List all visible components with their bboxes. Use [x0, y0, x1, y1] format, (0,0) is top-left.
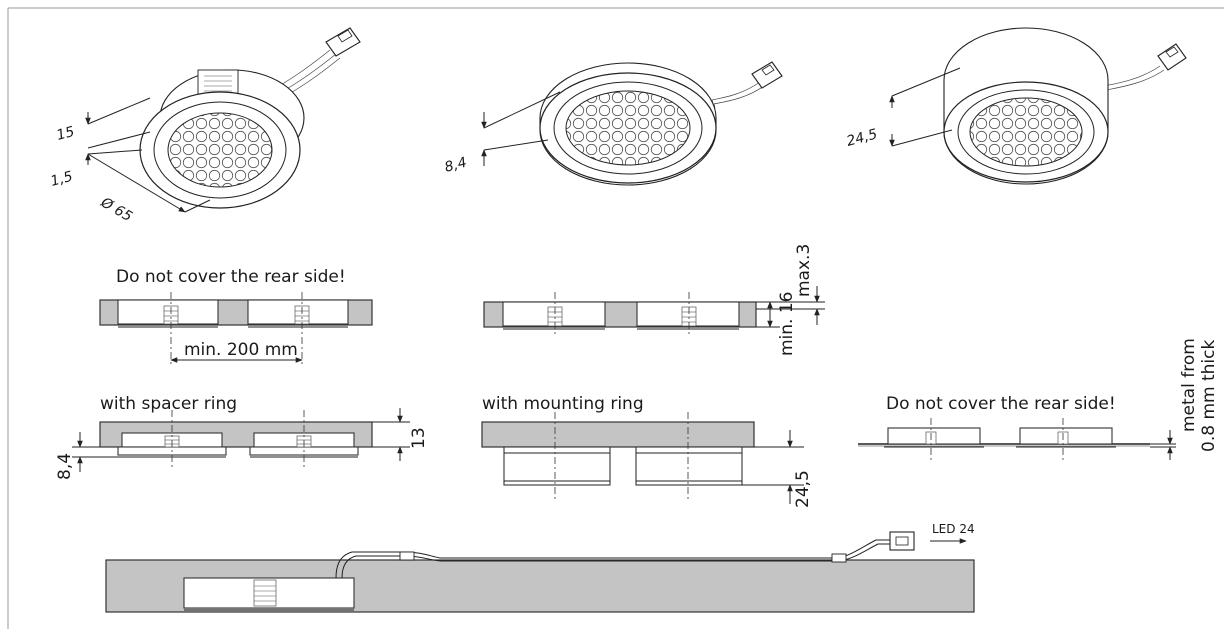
caption-metal: Do not cover the rear side!: [886, 394, 1116, 414]
section-metal: Do not cover the rear side! metal from 0…: [858, 338, 1219, 462]
connector-icon: [1157, 43, 1187, 71]
section-cable: LED 24: [105, 522, 975, 613]
iso-view-surface-ring: 24,5: [845, 27, 1187, 185]
dim-max-3: max.3: [794, 244, 814, 297]
dim-spacer-13: 13: [409, 427, 429, 449]
dim-spacing: min. 200 mm: [184, 340, 298, 360]
dim-spacer-8-4: 8,4: [55, 453, 75, 480]
caption-recessed: Do not cover the rear side!: [116, 267, 346, 287]
dim-height-15: 15: [55, 124, 76, 144]
connector-icon: [325, 27, 361, 57]
dim-flange-1-5: 1,5: [49, 169, 75, 190]
section-spacer-ring: with spacer ring 13 8,4: [55, 394, 429, 480]
dim-diameter-65: Ø 65: [97, 194, 135, 225]
dim-metal-1: metal from: [1179, 338, 1199, 432]
connector-icon: [751, 61, 783, 89]
section-recessed: Do not cover the rear side! min. 200 mm: [99, 267, 373, 366]
dim-metal-2: 0.8 mm thick: [1199, 340, 1219, 452]
dim-min-16: min. 16: [777, 292, 797, 357]
section-recessed-depth: max.3 min. 16: [483, 244, 825, 357]
led-connector-icon: [889, 531, 915, 551]
dim-height-24-5: 24,5: [845, 126, 879, 150]
caption-mounting-ring: with mounting ring: [482, 394, 644, 414]
dim-height-8-4: 8,4: [443, 155, 469, 176]
dim-mounting-24-5: 24,5: [793, 470, 813, 508]
connector-label: LED 24: [932, 522, 975, 536]
caption-spacer-ring: with spacer ring: [100, 394, 237, 414]
section-mounting-ring: with mounting ring 24,5: [481, 394, 813, 508]
iso-view-surface-flat: 8,4: [443, 61, 783, 186]
iso-view-recessed: 15 1,5 Ø 65: [49, 27, 361, 225]
